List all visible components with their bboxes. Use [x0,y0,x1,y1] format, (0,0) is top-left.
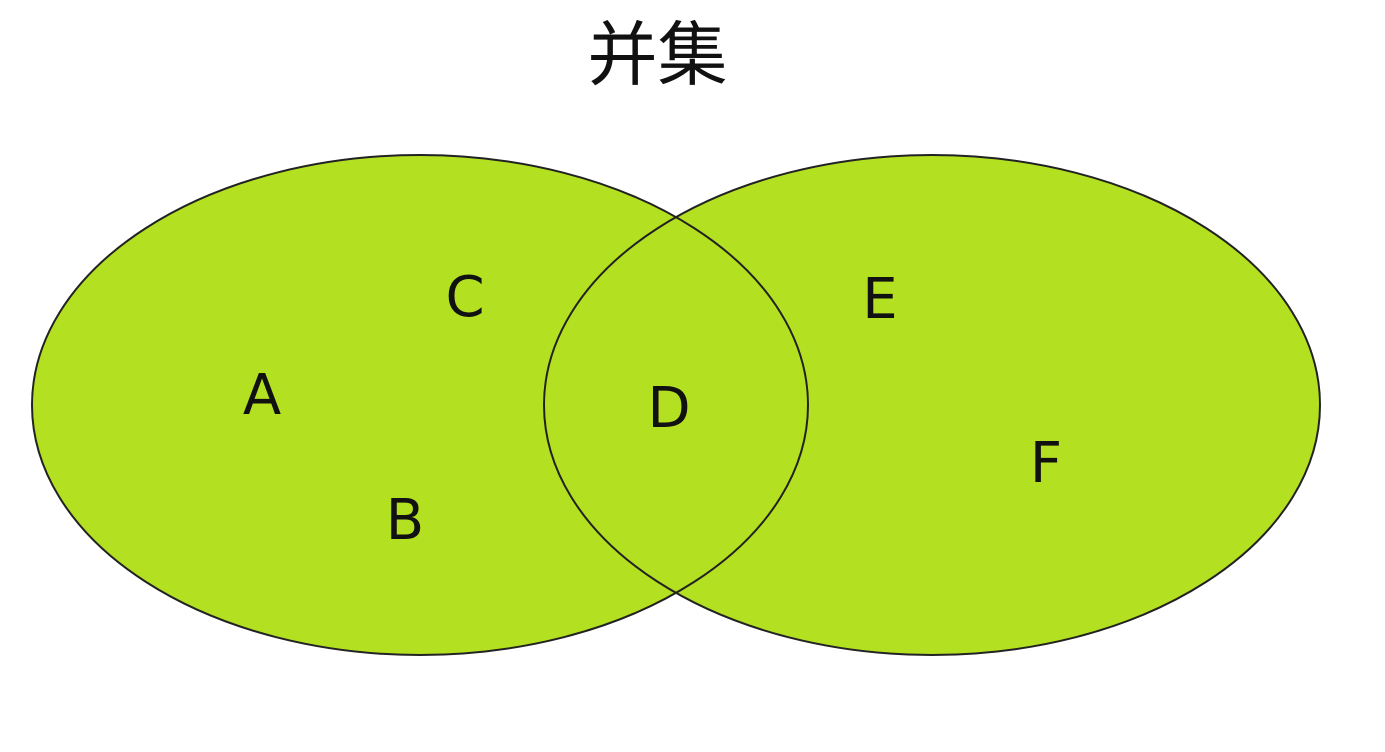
element-label-e: E [862,267,897,332]
element-label-b: B [386,488,424,553]
diagram-title: 并集 [587,14,728,96]
left-set-outline [31,154,809,656]
right-set-outline [543,154,1321,656]
right-set-fill [544,155,1320,655]
element-label-a: A [243,363,281,428]
element-label-d: D [647,376,690,441]
element-label-f: F [1030,431,1062,496]
element-label-c: C [445,265,484,330]
